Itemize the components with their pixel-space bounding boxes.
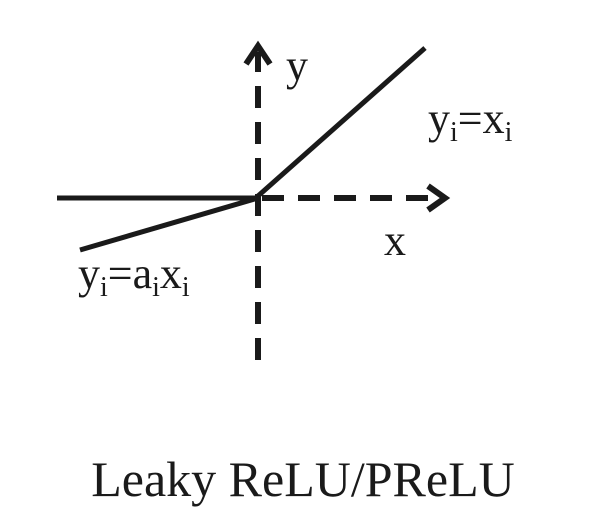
x-axis-label: x (384, 216, 406, 265)
positive-formula-x: x (483, 94, 505, 143)
x-axis-arrowhead (426, 183, 451, 213)
negative-formula-x: x (160, 249, 182, 298)
y-axis-label: y (286, 41, 308, 90)
diagram-caption: Leaky ReLU/PReLU (91, 451, 515, 507)
negative-formula-y: y (78, 249, 100, 298)
positive-formula-x-sub: i (505, 117, 513, 148)
positive-formula-y-sub: i (450, 117, 458, 148)
positive-formula-y: y (428, 94, 450, 143)
positive-formula: yi=xi (428, 94, 513, 148)
positive-formula-eq: = (458, 94, 483, 143)
negative-formula-a: a (133, 249, 153, 298)
positive-branch-line (256, 46, 427, 198)
negative-formula-eq: = (108, 249, 133, 298)
negative-formula-x-sub: i (182, 272, 190, 303)
negative-formula: yi=aixi (78, 249, 190, 303)
negative-branch-line (79, 195, 259, 253)
negative-formula-y-sub: i (100, 272, 108, 303)
y-axis-arrowhead (243, 40, 273, 66)
negative-formula-a-sub: i (152, 272, 160, 303)
